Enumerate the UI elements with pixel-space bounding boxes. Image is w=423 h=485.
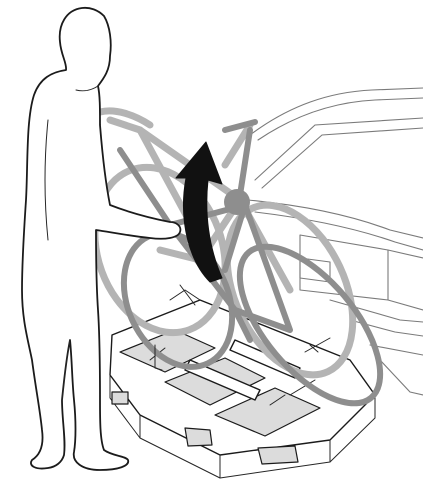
- bike-saddle: [224, 189, 250, 215]
